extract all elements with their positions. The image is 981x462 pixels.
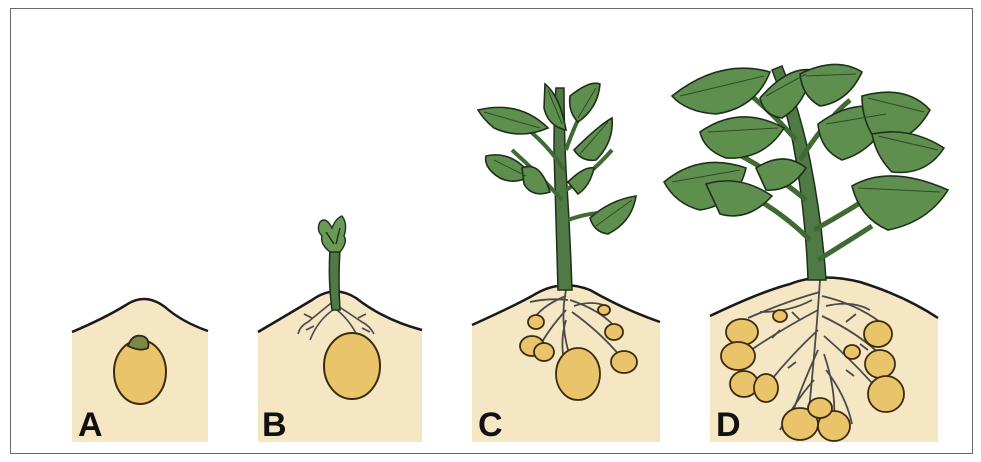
stage-c: C bbox=[472, 83, 660, 444]
seed-tuber bbox=[324, 333, 380, 399]
stage-b: B bbox=[258, 216, 422, 444]
stage-d: D bbox=[664, 64, 948, 444]
sprout-tip bbox=[318, 216, 345, 252]
stage-a: A bbox=[72, 299, 208, 444]
stage-label-a: A bbox=[78, 406, 103, 444]
sprout-stem bbox=[329, 250, 340, 310]
stage-label-d: D bbox=[716, 406, 741, 444]
stage-label-b: B bbox=[262, 406, 287, 444]
stage-label-c: C bbox=[478, 406, 503, 444]
